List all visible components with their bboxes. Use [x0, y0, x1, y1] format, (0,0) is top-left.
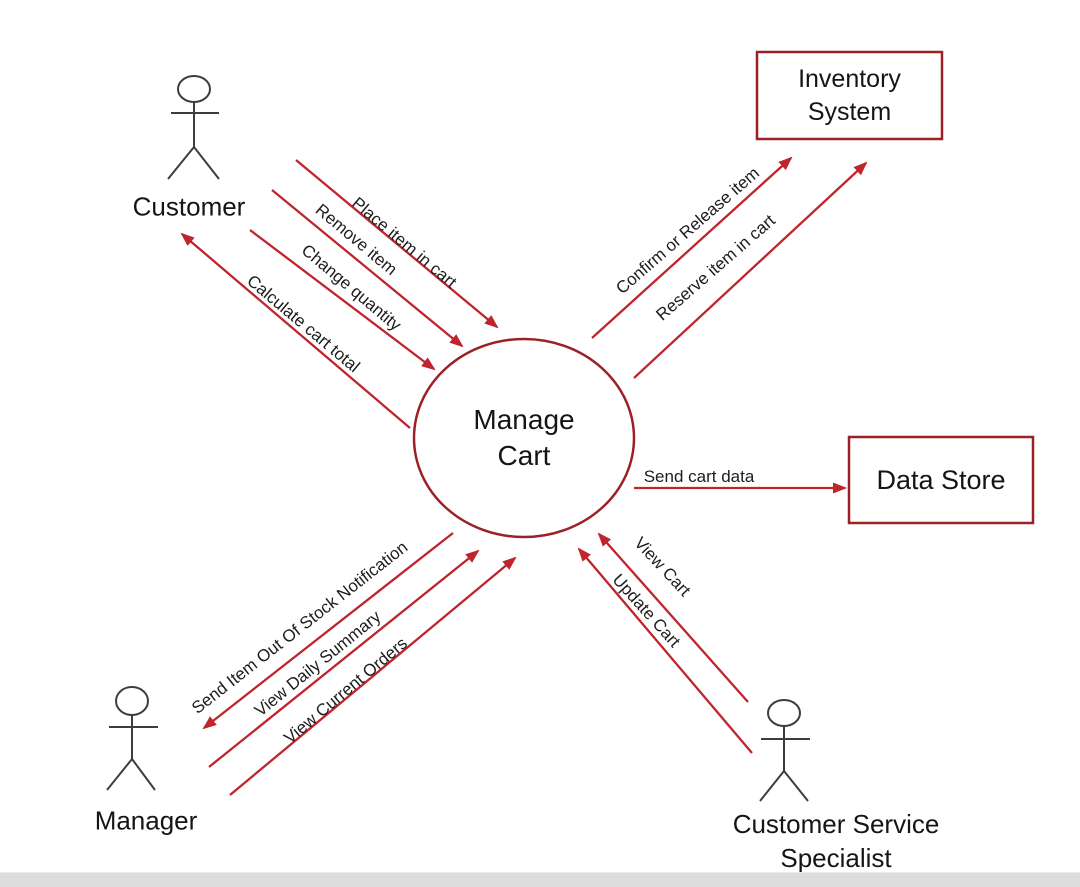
css-label-line2: Specialist — [780, 843, 892, 873]
css-label-line1: Customer Service — [732, 809, 940, 839]
flow-label-send-cart-data: Send cart data — [643, 467, 755, 486]
flow-arrow-view-current-orders — [229, 556, 517, 796]
flow-arrow-reserve-item-in-cart — [633, 161, 868, 379]
process-label-line1: Manage — [473, 404, 575, 435]
actor-manager-label: Manager — [94, 805, 198, 836]
process-label-line2: Cart — [497, 440, 551, 471]
window-bottom-edge — [0, 872, 1080, 887]
data-store-text: Data Store — [876, 464, 1006, 495]
inventory-system-line1: Inventory — [798, 64, 901, 93]
data-store-box — [847, 435, 1035, 525]
customer-stick-figure-icon — [167, 75, 220, 180]
flow-arrow-confirm-or-release-item — [591, 156, 793, 339]
flow-arrow-update-cart — [577, 547, 753, 754]
entity-inventory-system-label: Inventory System — [757, 52, 942, 139]
flow-arrow-calculate-cart-total — [180, 232, 411, 429]
flow-arrow-change-quantity — [249, 229, 436, 371]
actor-customer-service-specialist-label: Customer Service Specialist — [733, 807, 940, 875]
inventory-system-line2: System — [807, 97, 892, 126]
flow-arrow-place-item-in-cart — [295, 159, 499, 329]
flow-arrow-view-cart — [597, 532, 749, 703]
inventory-system-box — [755, 50, 944, 141]
flow-arrow-view-daily-summary — [208, 549, 480, 768]
process-manage-cart-label: Manage Cart — [414, 339, 634, 537]
customer-service-specialist-stick-figure-icon — [759, 699, 810, 802]
manager-stick-figure-icon — [106, 686, 158, 791]
flow-arrow-send-item-out-of-stock-notification — [202, 532, 454, 730]
actor-customer-label: Customer — [132, 191, 246, 222]
entity-data-store-label: Data Store — [849, 437, 1033, 523]
process-manage-cart-shape — [412, 337, 636, 539]
flow-arrow-remove-item — [271, 189, 464, 348]
